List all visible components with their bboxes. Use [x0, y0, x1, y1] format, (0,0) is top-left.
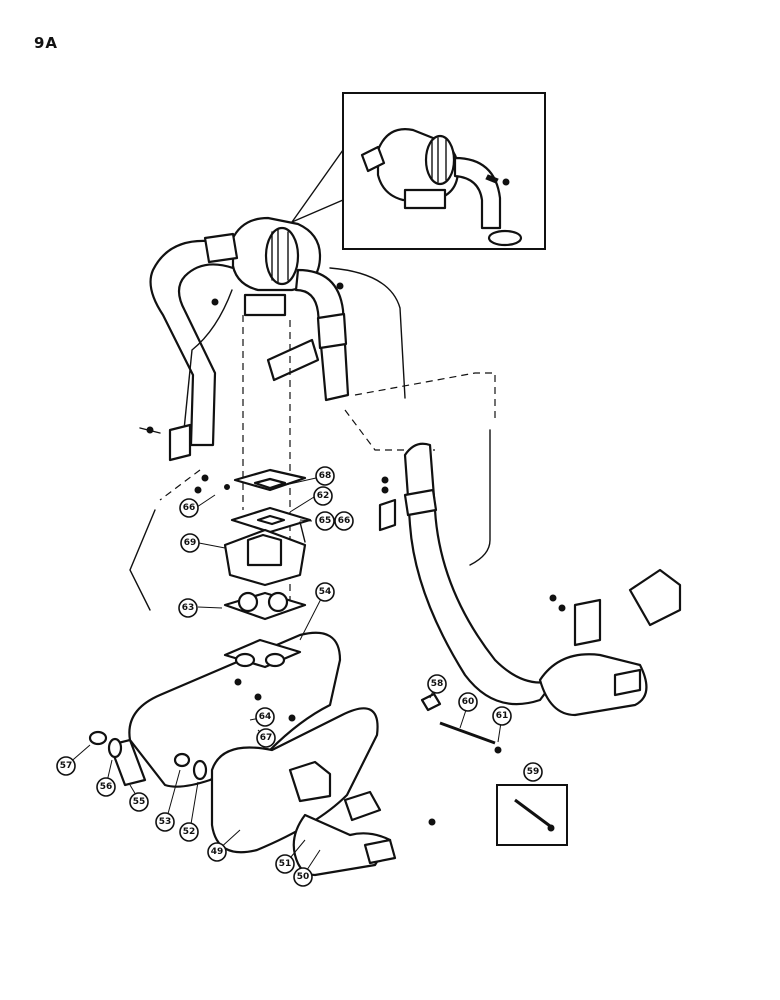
callout: 68 — [315, 466, 335, 486]
rings-and-clamps — [88, 678, 296, 781]
callout: 66 — [179, 498, 199, 518]
stud-hardware — [420, 692, 502, 754]
callout-label: 53 — [159, 817, 172, 827]
callout-label: 56 — [100, 782, 113, 792]
callout-label: 49 — [211, 847, 224, 857]
callout-label: 69 — [184, 538, 197, 548]
adapter-stack — [223, 468, 312, 621]
callout: 51 — [275, 854, 295, 874]
callout-label: 60 — [462, 697, 475, 707]
left-bracket — [139, 423, 209, 494]
callout: 59 — [523, 762, 543, 782]
callout-label: 55 — [133, 797, 146, 807]
inset-detail — [291, 92, 546, 250]
callout: 54 — [315, 582, 335, 602]
callout: 64 — [255, 707, 275, 727]
callout-label: 59 — [527, 767, 540, 777]
callout-label: 66 — [338, 516, 351, 526]
callout: 53 — [155, 812, 175, 832]
callout: 60 — [458, 692, 478, 712]
callout: 49 — [207, 842, 227, 862]
turbocharger-main — [149, 216, 406, 447]
callout: 69 — [180, 533, 200, 553]
callout: 62 — [313, 486, 333, 506]
callouts: 68 62 66 65 66 69 54 63 58 60 61 64 67 5… — [56, 466, 543, 887]
callout: 63 — [178, 598, 198, 618]
page-number: 9A — [34, 34, 59, 52]
air-intake-pipe — [129, 429, 682, 717]
callout-label: 50 — [297, 872, 310, 882]
callout: 52 — [179, 822, 199, 842]
callout: 57 — [56, 756, 76, 776]
callout-label: 52 — [183, 827, 196, 837]
callout: 58 — [427, 674, 447, 694]
callout-label: 58 — [431, 679, 444, 689]
callout: 67 — [256, 728, 276, 748]
part-59-box — [496, 784, 568, 846]
lower-elbow — [210, 707, 436, 877]
callout-label: 57 — [60, 761, 73, 771]
callout-label: 64 — [259, 712, 272, 722]
callout: 61 — [492, 706, 512, 726]
callout-label: 61 — [496, 711, 509, 721]
callout: 65 — [315, 511, 335, 531]
callout-label: 67 — [260, 733, 273, 743]
callout-label: 63 — [182, 603, 195, 613]
callout-label: 65 — [319, 516, 332, 526]
callout: 50 — [293, 867, 313, 887]
callout-label: 51 — [279, 859, 292, 869]
callout-label: 62 — [317, 491, 330, 501]
callout: 55 — [129, 792, 149, 812]
callout: 56 — [96, 777, 116, 797]
callout: 66 — [334, 511, 354, 531]
callout-label: 68 — [319, 471, 332, 481]
exhaust-manifold — [108, 631, 342, 788]
callout-label: 54 — [319, 587, 332, 597]
callout-label: 66 — [183, 503, 196, 513]
